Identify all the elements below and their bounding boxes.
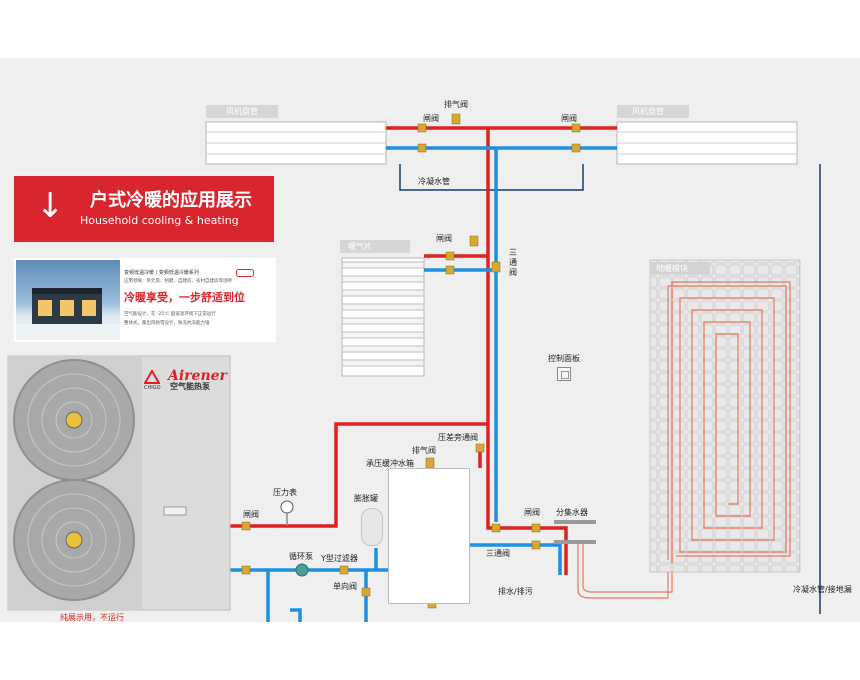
return-pipes <box>226 146 617 622</box>
fan-icon <box>13 479 135 601</box>
gate-valve-label: 闸阀 <box>524 508 540 517</box>
title-banner: ↓ 户式冷暖的应用展示 Household cooling & heating <box>14 176 274 242</box>
house-photo <box>16 260 120 340</box>
manifold-label: 分集水器 <box>556 508 588 517</box>
brand-name: Airener <box>168 368 227 384</box>
expansion-tank <box>361 508 383 546</box>
vent-valve-label: 排气阀 <box>444 100 468 109</box>
house-window <box>38 300 52 316</box>
gate-valve-label: 闸阀 <box>436 234 452 243</box>
vent-valve-label: 排气阀 <box>412 446 436 455</box>
promo-line2: 应用领域：单元房、别墅、自建房、农村自建房等场所 <box>124 279 232 284</box>
valve-icon <box>241 113 581 609</box>
fan-coil-left <box>205 105 387 165</box>
circulation-pump-label: 循环泵 <box>289 552 313 561</box>
promo-tag <box>236 269 254 277</box>
condensate-floor-drain-label: 冷凝水管/接地漏 <box>793 585 852 594</box>
top-margin <box>0 0 860 58</box>
house-window <box>82 300 96 316</box>
fan-coil-left-label: 风机盘管 <box>226 107 258 116</box>
banner-title: 户式冷暖的应用展示 <box>90 190 252 211</box>
buffer-tank-label: 承压缓冲水箱 <box>366 459 414 468</box>
pump-icon <box>295 563 309 577</box>
bottom-margin <box>0 622 860 680</box>
condensate-lines <box>399 164 821 614</box>
snow-ground <box>16 324 120 340</box>
gate-valve-label: 闸阀 <box>243 510 259 519</box>
manifold <box>554 520 673 599</box>
promo-headline: 冷暖享受，一步舒适到位 <box>124 291 245 304</box>
promo-bullet: 空气能设计，在 -25℃ 超低温环境下正常运行 <box>124 312 216 317</box>
house-window <box>60 300 74 316</box>
drain-label: 排水/排污 <box>498 587 533 596</box>
radiator-label: 暖气片 <box>348 242 372 251</box>
pressure-gauge-label: 压力表 <box>273 488 297 497</box>
down-arrow-icon: ↓ <box>36 186 65 226</box>
heat-pump-unit <box>7 355 231 611</box>
control-panel-label: 控制面板 <box>548 354 580 363</box>
floor-heating-label: 地暖模块 <box>656 264 688 273</box>
check-valve-label: 单向阀 <box>333 582 357 591</box>
disclaimer-text: 纯展示用，不运行 <box>60 613 124 622</box>
control-panel <box>557 367 571 381</box>
expansion-tank-label: 膨胀罐 <box>354 494 378 503</box>
brand-logo-icon <box>144 370 160 384</box>
fan-icon <box>13 359 135 481</box>
promo-line1: 变频低温冷暖 / 变频低温冷暖系列 <box>124 270 199 276</box>
three-way-valve-label: 三通阀 <box>509 248 517 277</box>
banner-subtitle: Household cooling & heating <box>80 214 239 227</box>
buffer-tank <box>388 468 470 604</box>
house-illustration <box>32 288 102 328</box>
condensate-pipe-label: 冷凝水管 <box>418 177 450 186</box>
three-way-label: 三通阀 <box>486 549 510 558</box>
promo-card: 变频低温冷暖 / 变频低温冷暖系列 应用领域：单元房、别墅、自建房、农村自建房等… <box>14 258 276 342</box>
brand-subtitle: 空气能热泵 <box>170 382 210 391</box>
y-filter-label: Y型过滤器 <box>321 554 358 563</box>
gate-valve-label: 闸阀 <box>561 114 577 123</box>
pressure-gauge-icon <box>280 500 294 526</box>
promo-bullet: 整体式，集出风防雪设计，防冻抗冻能力强 <box>124 321 210 326</box>
fan-coil-right-label: 风机盘管 <box>632 107 664 116</box>
floor-heating-module <box>649 259 801 573</box>
gate-valve-label: 闸阀 <box>423 114 439 123</box>
brand-prefix: CHIGO <box>144 385 161 391</box>
radiator <box>340 240 425 377</box>
bypass-valve-label: 压差旁通阀 <box>438 433 478 442</box>
fan-coil-right <box>616 105 798 165</box>
